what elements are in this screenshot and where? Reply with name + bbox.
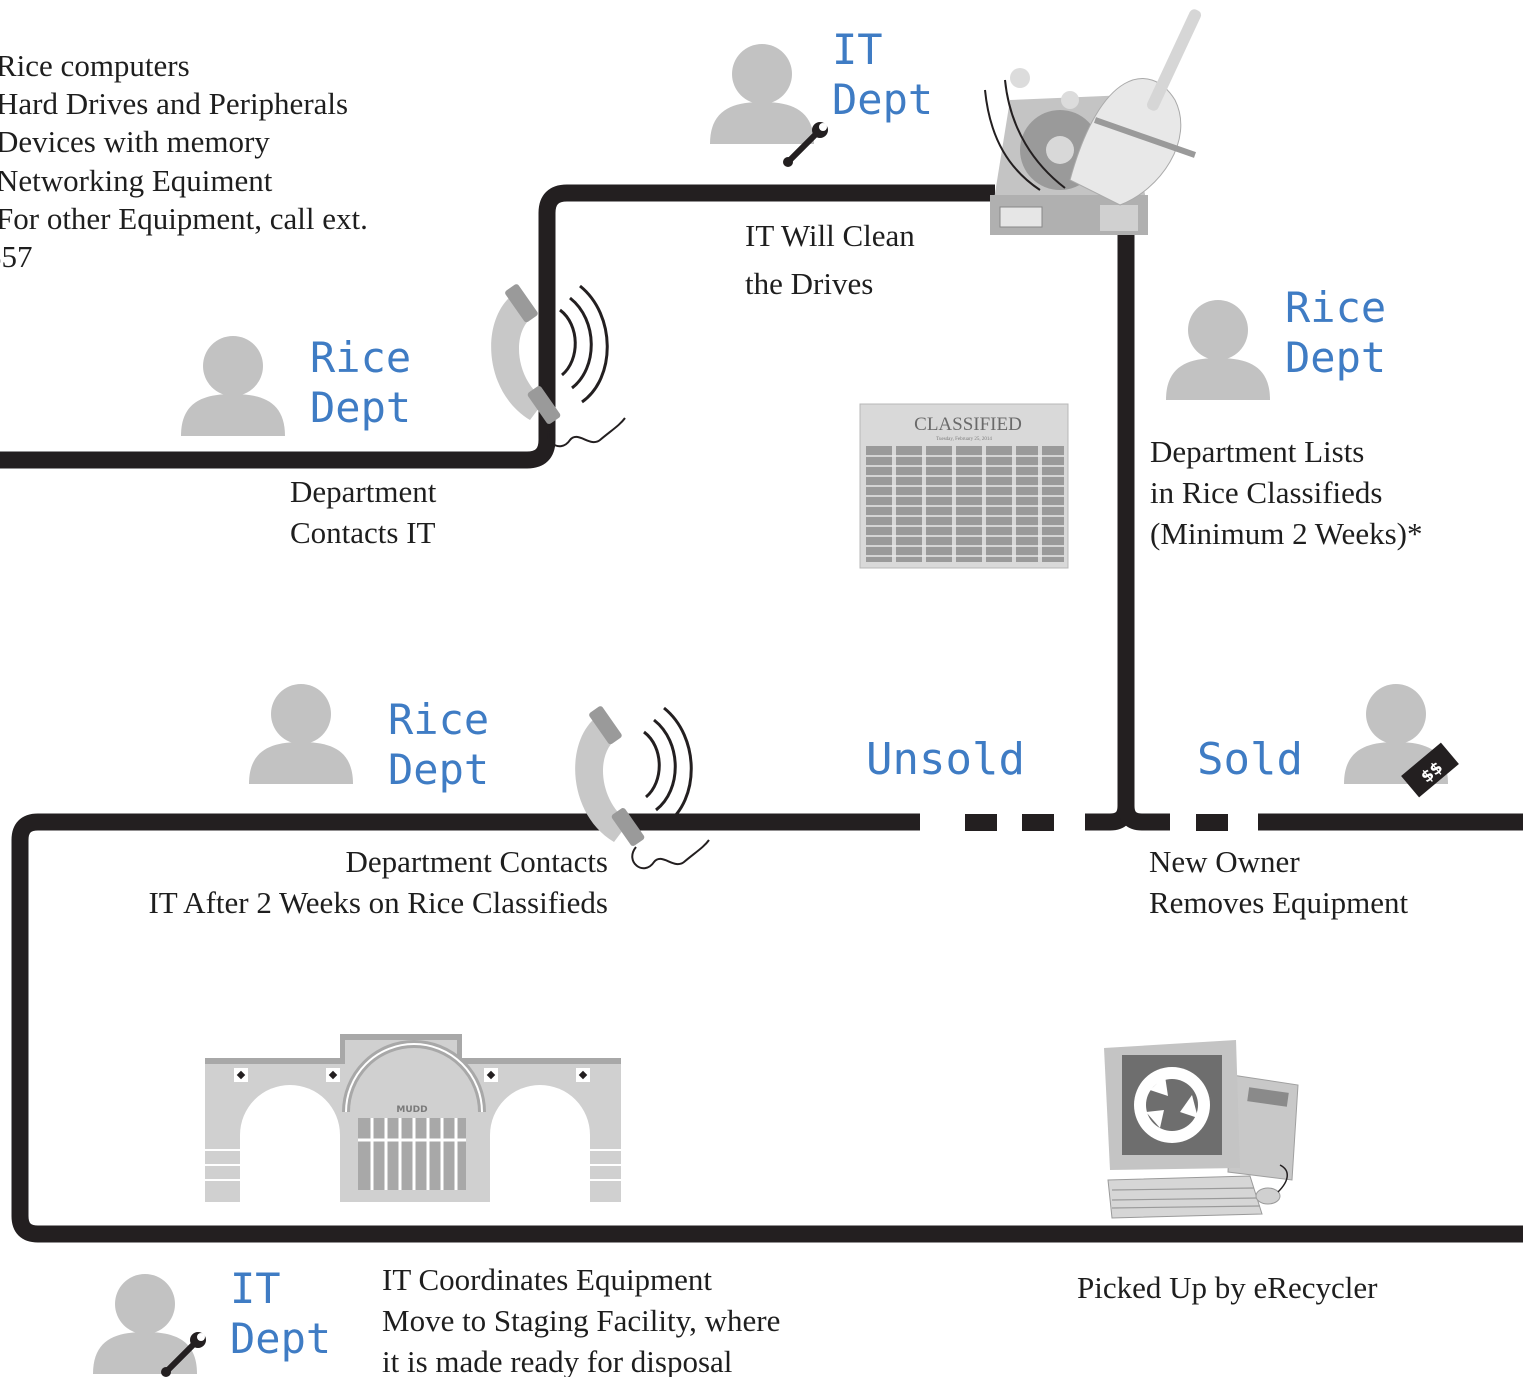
path-right-vertical <box>1085 230 1135 831</box>
step-text: (Minimum 2 Weeks)* <box>1150 516 1422 551</box>
buyer-actor: $$ <box>1344 684 1459 798</box>
unsold-dashes <box>965 814 1054 831</box>
step-text: Department Contacts <box>345 844 608 879</box>
broom-icon <box>984 9 1202 235</box>
step-text: IT Coordinates Equipment <box>382 1262 712 1297</box>
list-item: Hard Drives and Peripherals <box>0 86 348 121</box>
step-text: IT After 2 Weeks on Rice Classifieds <box>148 885 608 920</box>
step-text: New Owner <box>1149 844 1300 879</box>
step-text: Department <box>290 474 437 509</box>
eligible-items-list: Rice computers Hard Drives and Periphera… <box>0 48 368 274</box>
step-text: IT Will Clean <box>745 218 915 253</box>
role-label: Dept <box>310 383 411 432</box>
path-right-curve <box>1117 805 1170 831</box>
person-icon <box>710 44 814 144</box>
it-dept-actor-bottom: IT Dept <box>93 1264 331 1377</box>
step-text: in Rice Classifieds <box>1150 475 1382 510</box>
person-icon <box>181 336 285 436</box>
rice-dept-actor-1: Rice Dept <box>181 333 411 436</box>
mudd-building-icon: MUDD <box>205 1034 621 1202</box>
classifieds-newspaper-icon: CLASSIFIED Tuesday, February 25, 2014 <box>859 403 1069 569</box>
role-label: IT <box>230 1264 281 1313</box>
role-label: Dept <box>230 1314 331 1363</box>
step-dept-contacts-after: Department Contacts IT After 2 Weeks on … <box>148 844 608 920</box>
rice-dept-actor-right: Rice Dept <box>1166 283 1386 400</box>
list-item: For other Equipment, call ext. <box>0 201 368 236</box>
building-sign: MUDD <box>396 1105 427 1115</box>
step-new-owner: New Owner Removes Equipment <box>1149 844 1409 920</box>
list-item: Devices with memory <box>0 124 270 159</box>
role-label: Dept <box>1285 333 1386 382</box>
list-item: Rice computers <box>0 48 190 83</box>
recycle-computer-icon <box>1104 1040 1299 1219</box>
role-label: Dept <box>832 75 933 124</box>
person-icon <box>249 684 353 784</box>
step-it-clean-drives: IT Will Clean the Drives <box>745 218 915 301</box>
step-text: Department Lists <box>1150 434 1364 469</box>
role-label: Rice <box>388 695 489 744</box>
step-text: Move to Staging Facility, where <box>382 1303 780 1338</box>
sold-dashes <box>1196 814 1228 831</box>
step-text: the Drives <box>745 266 873 301</box>
list-item-extension: 557 <box>0 239 33 274</box>
it-dept-actor-top: IT Dept <box>710 25 933 167</box>
branch-sold-label: Sold <box>1197 734 1303 785</box>
role-label: Rice <box>310 333 411 382</box>
step-picked-up: Picked Up by eRecycler <box>1077 1270 1378 1305</box>
newspaper-title: CLASSIFIED <box>914 414 1022 435</box>
path-lower <box>11 813 1523 1243</box>
list-item: Networking Equiment <box>0 163 273 198</box>
rice-dept-actor-mid: Rice Dept <box>249 684 489 794</box>
process-path <box>0 184 1523 1243</box>
step-text: it is made ready for disposal <box>382 1344 732 1377</box>
branch-unsold-label: Unsold <box>866 734 1025 785</box>
newspaper-date: Tuesday, February 25, 2014 <box>936 437 992 442</box>
role-label: Dept <box>388 745 489 794</box>
phone-icon <box>489 281 627 448</box>
step-it-coordinates: IT Coordinates Equipment Move to Staging… <box>382 1262 780 1377</box>
step-text: Removes Equipment <box>1149 885 1409 920</box>
role-label: Rice <box>1285 283 1386 332</box>
person-icon <box>1166 300 1270 400</box>
role-label: IT <box>832 25 883 74</box>
path-upper <box>0 184 995 469</box>
step-text: Contacts IT <box>290 515 436 550</box>
step-dept-contacts-it: Department Contacts IT <box>290 474 437 550</box>
step-dept-lists: Department Lists in Rice Classifieds (Mi… <box>1150 434 1422 551</box>
money-tag-icon: $$ <box>1401 742 1459 798</box>
